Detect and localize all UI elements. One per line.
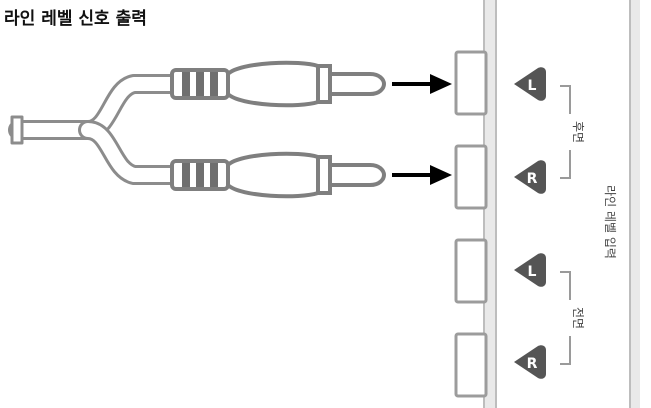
bracket-rear (560, 85, 571, 179)
jack-socket (454, 238, 488, 304)
y-cable (8, 74, 190, 185)
label-rear: 후면 (571, 121, 585, 143)
label-front: 전면 (571, 307, 585, 329)
label-line-level-input: 라인 레벨 입력 (603, 185, 617, 259)
jack-letter: L (528, 264, 537, 280)
jack-letter: R (527, 356, 538, 372)
jack-letter: R (527, 171, 538, 187)
jack-badge-3: L (514, 253, 546, 287)
jack-badge-1: L (514, 67, 546, 101)
arrow-top (392, 74, 452, 94)
jack-sockets (454, 50, 488, 398)
bracket-front (560, 271, 571, 365)
jack-badge-2: R (514, 160, 546, 194)
arrow-bottom (392, 165, 452, 185)
diagram-title: 라인 레벨 신호 출력 (4, 9, 147, 29)
jack-badge-4: R (514, 345, 546, 379)
rca-plug-top (170, 60, 387, 108)
jack-socket (454, 50, 488, 116)
jack-letter: L (528, 78, 537, 94)
jack-socket (454, 144, 488, 210)
jack-socket (454, 332, 488, 398)
rca-plug-bottom (170, 151, 387, 199)
